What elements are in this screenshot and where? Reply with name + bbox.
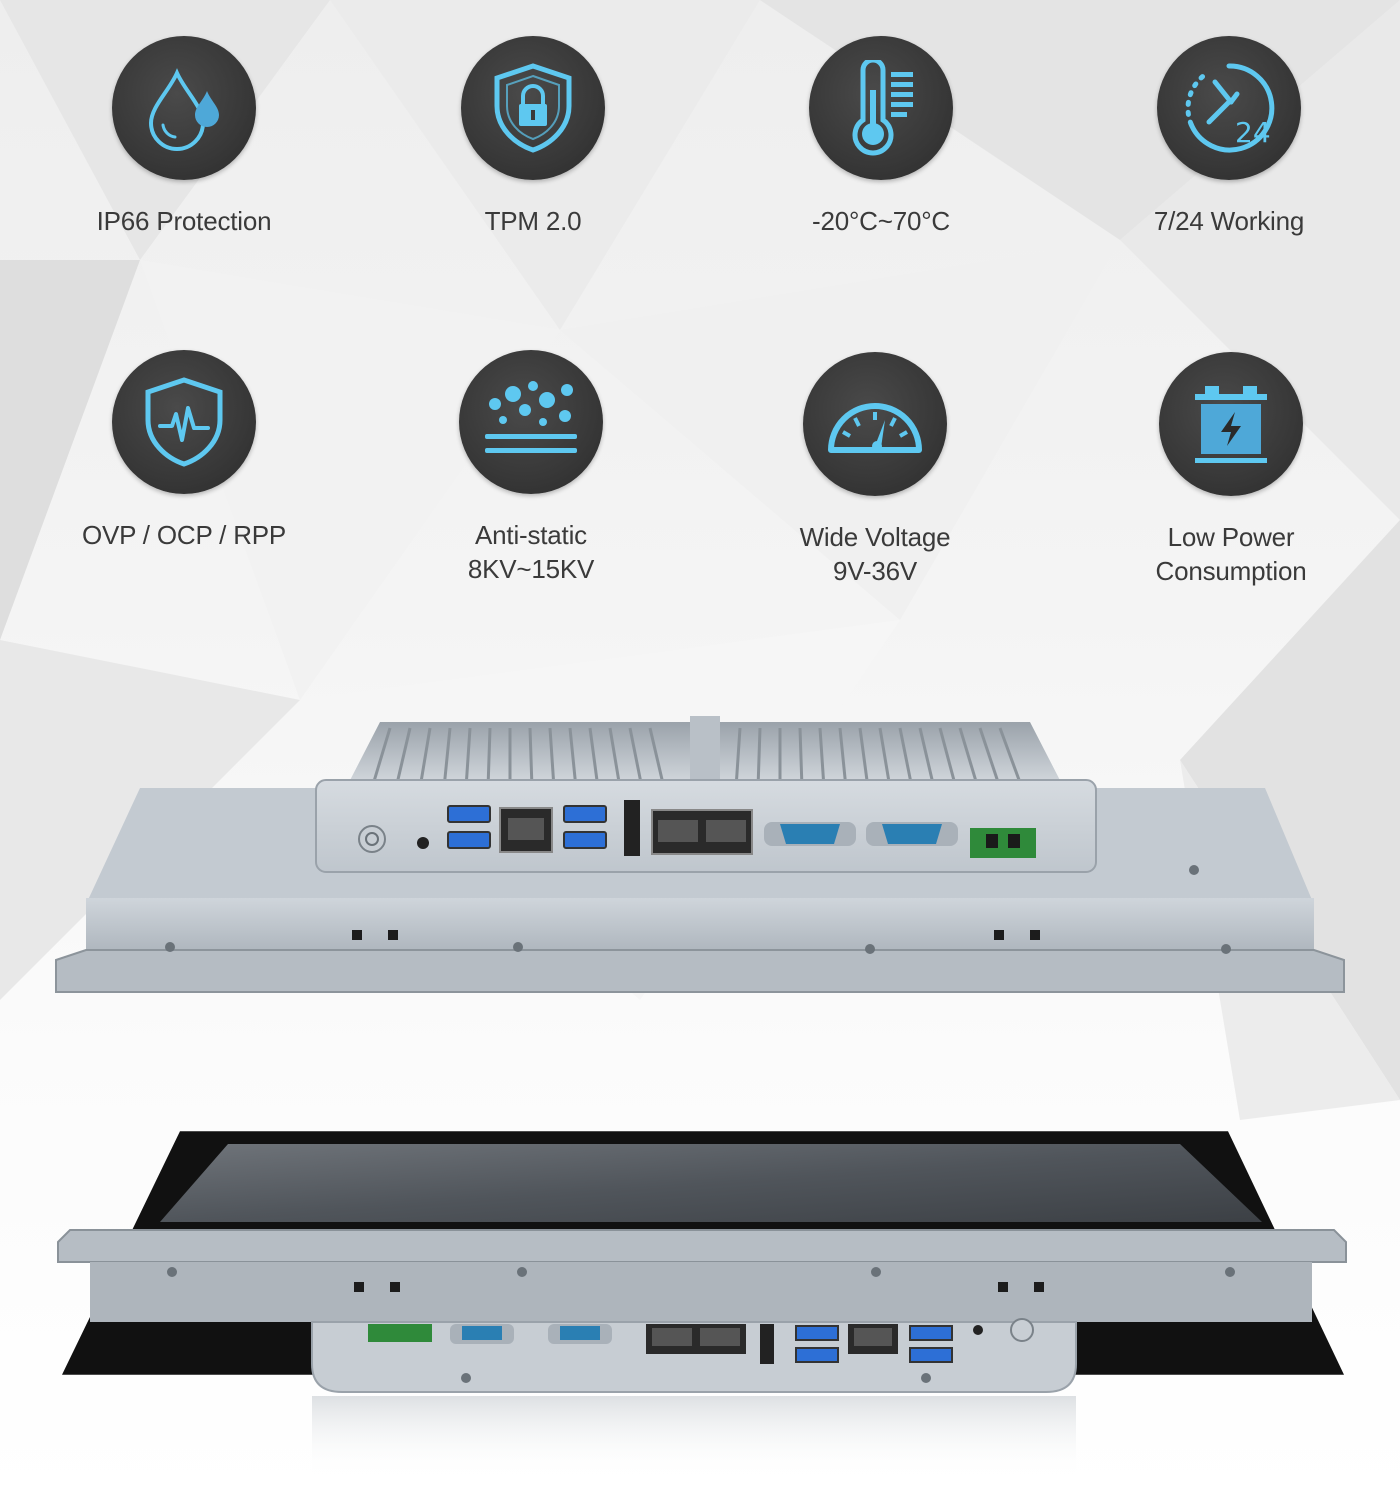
usb-ports <box>447 805 607 849</box>
svg-text:24: 24 <box>1235 116 1271 149</box>
feature-label: OVP / OCP / RPP <box>81 520 287 550</box>
clock-24-icon: 24 <box>1185 63 1275 153</box>
serial-ports <box>764 822 958 846</box>
feature-disc <box>459 350 603 494</box>
feature-protection: OVP / OCP / RPP <box>34 350 334 552</box>
touchscreen <box>160 1144 1262 1222</box>
feature-wide-voltage: Wide Voltage 9V-36V <box>725 352 1025 588</box>
heatsink-fins <box>345 716 1065 790</box>
water-drop-icon <box>148 68 219 151</box>
static-particles-icon <box>485 381 577 453</box>
feature-label: Low Power Consumption <box>1155 522 1307 586</box>
feature-label: Wide Voltage 9V-36V <box>799 522 951 586</box>
feature-disc <box>112 350 256 494</box>
feature-tpm: TPM 2.0 <box>383 36 683 238</box>
feature-disc <box>803 352 947 496</box>
battery-bolt-icon <box>1195 386 1267 463</box>
feature-label: 7/24 Working <box>1153 206 1305 236</box>
panel-pc-front-view <box>57 1131 1347 1476</box>
feature-temperature: -20°C~70°C <box>731 36 1031 238</box>
shield-lock-icon <box>494 63 572 153</box>
power-button <box>358 825 386 853</box>
feature-anti-static: Anti-static 8KV~15KV <box>381 350 681 586</box>
feature-24-7: 24 7/24 Working <box>1079 36 1379 238</box>
feature-label: Anti-static 8KV~15KV <box>467 520 595 584</box>
io-ports-underside <box>368 1318 1034 1364</box>
display-port <box>624 800 640 856</box>
feature-disc: 24 <box>1157 36 1301 180</box>
feature-label: TPM 2.0 <box>484 206 582 236</box>
power-terminal <box>970 828 1036 858</box>
feature-label: -20°C~70°C <box>811 206 951 236</box>
audio-jack <box>417 837 429 849</box>
feature-disc <box>1159 352 1303 496</box>
floor-reflection <box>312 1396 1076 1476</box>
lan-ports <box>499 807 753 855</box>
feature-label: IP66 Protection <box>96 206 272 236</box>
feature-disc <box>112 36 256 180</box>
panel-pc-io-view <box>55 716 1345 993</box>
gauge-icon <box>828 403 922 453</box>
feature-disc <box>461 36 605 180</box>
thermometer-icon <box>852 60 913 156</box>
shield-pulse-icon <box>145 377 223 467</box>
feature-ip66: IP66 Protection <box>34 36 334 238</box>
feature-disc <box>809 36 953 180</box>
feature-low-power: Low Power Consumption <box>1081 352 1381 588</box>
